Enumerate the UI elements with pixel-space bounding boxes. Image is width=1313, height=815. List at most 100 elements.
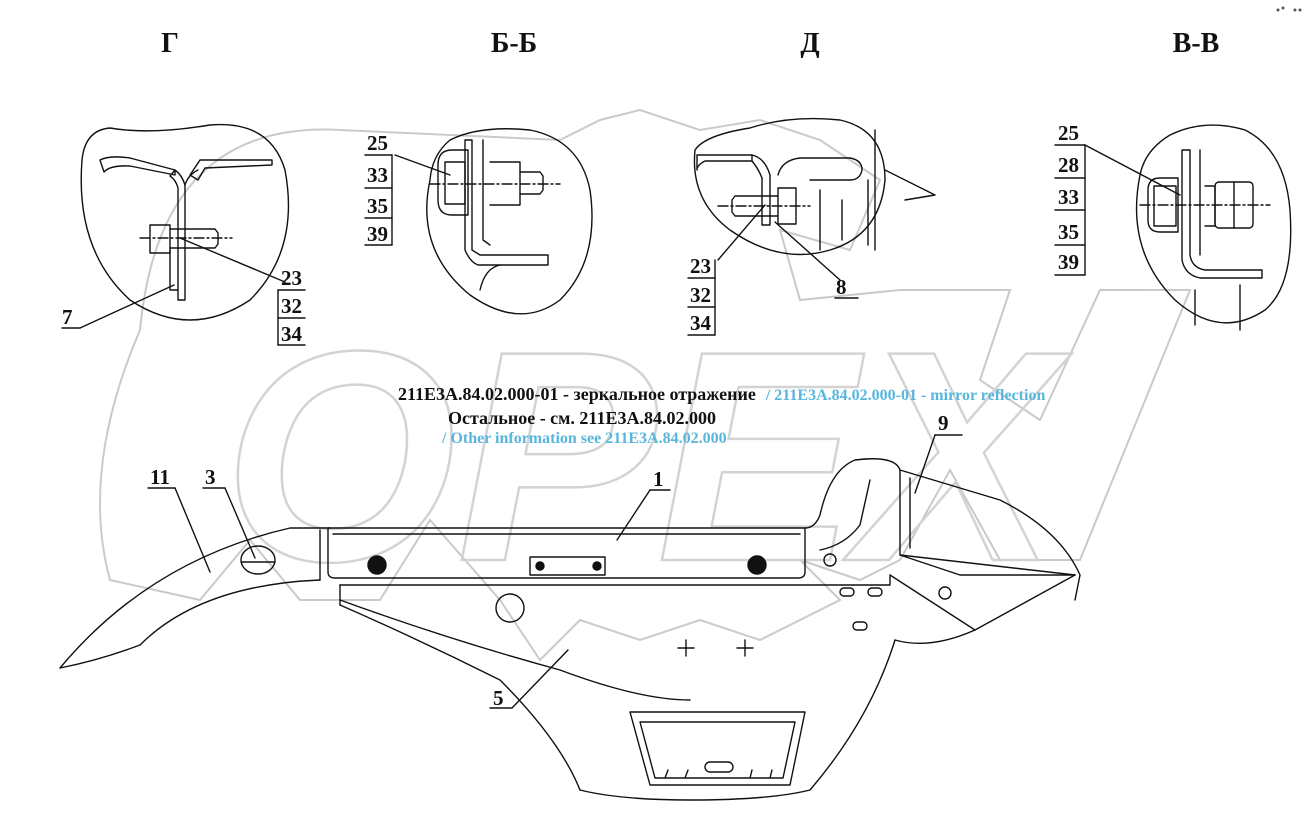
leader-3 [224,487,256,559]
bracket-9-bottom [899,554,1076,576]
pos-35-bb: 35 [367,194,388,218]
view-bb-bolt [519,171,544,195]
watermark-outline [99,108,1192,662]
lower-rail [339,574,891,586]
view-vv-lower-lines [1194,284,1241,331]
fender-lower-skirt [339,599,691,701]
view-vv-cap-nut [1147,177,1179,233]
view-g-leader-7 [79,284,175,329]
view-vv-leader [1084,144,1181,196]
view-vv-boundary [1135,124,1292,324]
slot-1 [839,587,855,597]
mount-hole-1 [367,555,387,575]
pos-5: 5 [493,686,504,710]
pos-1: 1 [653,467,664,491]
step-drain-holes [664,769,773,779]
pos-7: 7 [62,305,73,329]
pos-39-bb: 39 [367,222,388,246]
view-d-boundary [693,117,886,256]
fender-outer-arc-left [59,527,331,669]
fender-right-lower [894,629,976,644]
slot-3 [852,621,868,631]
watermark: OPEX [99,108,1192,662]
view-d-leader-23 [717,204,766,261]
pos-11: 11 [150,465,170,489]
fender-inner-arc-left [139,579,321,646]
cross-mark-1 [677,639,695,657]
slot-2 [867,587,883,597]
view-vv-nut [1153,185,1177,227]
view-bb-bend [479,264,501,291]
small-hole-1 [823,553,837,567]
position-labels: 25 33 35 39 23 32 34 7 23 32 34 8 25 28 … [62,121,1079,710]
step-pocket [629,711,806,786]
pos-35-vv: 35 [1058,220,1079,244]
view-bb-boundary [426,128,593,315]
pos-25-bb: 25 [367,131,388,155]
pos-33-vv: 33 [1058,185,1079,209]
view-title-g: Г [161,28,179,59]
pos-33-bb: 33 [367,163,388,187]
pos-3: 3 [205,465,216,489]
panel-1 [327,527,806,579]
view-title-d: Д [800,28,819,59]
fender-bottom-curve [579,639,896,801]
round-hole [495,593,525,623]
fender-assembly [59,434,1081,801]
note-mirror-en: / 211E3A.84.02.000-01 - mirror reflectio… [765,387,1046,404]
view-title-vv: В-В [1173,28,1220,59]
fender-tip-left [59,644,141,669]
view-g-detail [61,123,306,346]
view-bb-angle [464,139,549,266]
view-d-flange-right [777,157,863,181]
note-other-en: / Other information see 211E3A.84.02.000 [441,430,727,447]
view-d-flange-left [696,154,753,171]
pos-34-g: 34 [281,322,303,346]
bracket-9-top [899,469,1081,601]
cross-mark-2 [736,639,754,657]
view-g-flange-right [189,159,273,181]
view-d-detail [687,117,936,336]
fender-skirt-curve [339,604,581,791]
pos-34-d: 34 [690,311,712,335]
view-vv-washer [1204,185,1216,227]
bracket-lower [889,574,1076,631]
pos-39-vv: 39 [1058,250,1079,274]
pos-32-g: 32 [281,294,302,318]
view-bb-cap-nut [437,149,469,216]
leader-9 [914,434,936,494]
view-vv-angle [1181,149,1263,279]
note-other-ru: Остальное - см. 211Е3А.84.02.000 [448,408,716,428]
leader-5 [511,649,569,709]
small-hole-2 [938,586,952,600]
leader-1 [616,489,651,541]
view-g-web [169,169,186,301]
step-slot [704,761,734,773]
leader-11 [174,487,211,573]
pos-9: 9 [938,411,949,435]
mount-hole-2 [747,555,767,575]
fender-rise-inner [819,479,871,551]
view-g-boundary [80,123,290,321]
view-vv-detail [1054,124,1292,331]
plate-hole-1 [535,561,545,571]
view-g-bend [184,169,199,186]
pos-32-d: 32 [690,283,711,307]
fender-rise [804,458,901,529]
view-g-bolt-head [149,224,171,254]
view-d-leader-8 [774,221,841,281]
view-bb-detail [364,128,593,315]
watermark-text: OPEX [223,288,1072,624]
view-g-plate [169,249,179,291]
pos-25-vv: 25 [1058,121,1079,145]
notes: 211Е3А.84.02.000-01 - зеркальное отражен… [398,384,1045,447]
step-pocket-inner [639,721,796,779]
view-d-tab [884,169,936,201]
view-d-web [751,154,771,226]
view-bb-leader [394,154,451,176]
plate-bracket [529,556,606,576]
view-bb-plate [482,139,491,246]
note-mirror-ru: 211Е3А.84.02.000-01 - зеркальное отражен… [398,384,756,404]
